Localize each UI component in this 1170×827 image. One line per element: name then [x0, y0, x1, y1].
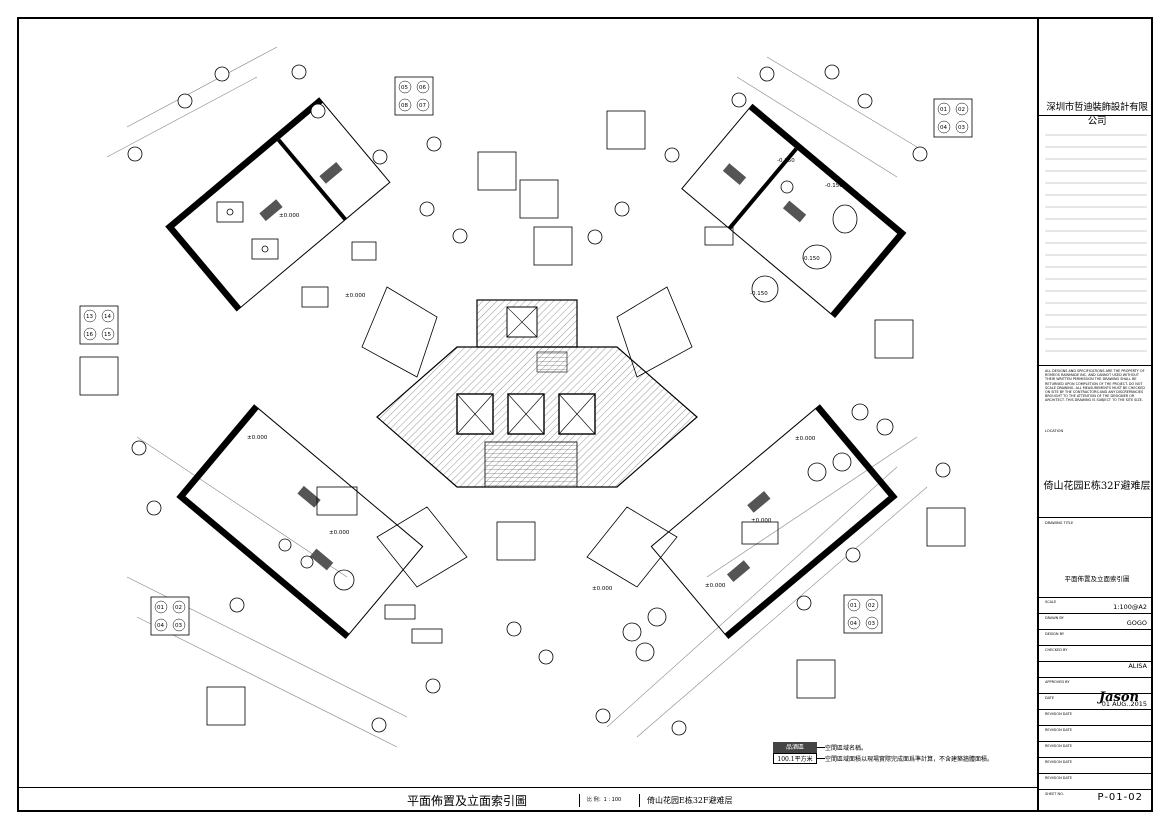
svg-text:16: 16	[86, 332, 93, 338]
svg-text:-0.150: -0.150	[750, 291, 768, 297]
bottom-project-name: 倚山花园E栋32F避难层	[647, 796, 733, 805]
date-value: 01 AUG..2015	[1101, 700, 1147, 708]
svg-text:-0.150: -0.150	[777, 158, 795, 164]
scale-label: SCALE	[1045, 600, 1057, 604]
svg-text:08: 08	[401, 103, 408, 109]
svg-text:15: 15	[104, 332, 111, 338]
legal-notes: ALL DESIGNS AND SPECIFICATIONS ARE THE P…	[1045, 369, 1145, 403]
svg-text:04: 04	[850, 621, 857, 627]
svg-text:03: 03	[868, 621, 875, 627]
se-wing	[650, 404, 898, 640]
project-name: 倚山花园E栋32F避难层	[1043, 481, 1151, 492]
svg-text:02: 02	[175, 605, 182, 611]
svg-text:03: 03	[175, 623, 182, 629]
revision-label-3: REVISION DATE	[1045, 744, 1072, 748]
svg-text:13: 13	[86, 314, 93, 320]
svg-text:05: 05	[401, 85, 408, 91]
svg-text:±0.000: ±0.000	[705, 583, 726, 589]
floor-plan: 05 06 08 07 01 02 04 03 13 14 16 15 01 02 04 03 01 02…	[17, 17, 1037, 812]
svg-text:-0.150: -0.150	[825, 183, 843, 189]
svg-text:06: 06	[419, 85, 426, 91]
drawing-title: 平面佈置及立面索引圖	[1064, 575, 1130, 583]
design-label: DESIGN BY	[1045, 632, 1064, 636]
index-tags	[79, 76, 973, 726]
bottom-drawing-title: 平面佈置及立面索引圖	[407, 794, 528, 808]
floor-plan-drawing: 05 06 08 07 01 02 04 03 13 14 16 15 01 02 04 03 01 02…	[79, 46, 973, 748]
drawing-number: P-01-02	[1097, 792, 1143, 803]
svg-text:07: 07	[419, 103, 426, 109]
nw-wing	[165, 97, 391, 312]
svg-text:04: 04	[157, 623, 164, 629]
scale-value: 1:100@A2	[1113, 603, 1147, 611]
svg-text:±0.000: ±0.000	[247, 435, 268, 441]
drawn-value: GOGO	[1126, 619, 1147, 627]
svg-text:±0.000: ±0.000	[329, 530, 350, 536]
svg-text:±0.000: ±0.000	[795, 436, 816, 442]
svg-text:04: 04	[940, 125, 947, 131]
svg-text:14: 14	[104, 314, 111, 320]
checked-value: ALISA	[1128, 662, 1147, 670]
svg-text:01: 01	[157, 605, 164, 611]
bottom-title-strip: 平面佈置及立面索引圖 比 例：1 : 100 倚山花园E栋32F避难层	[17, 787, 1037, 813]
revision-label-2: REVISION DATE	[1045, 728, 1072, 732]
legend-text-area-size: 空間區域面積以現場實際完成面爲準計算，不含建築牆體面積。	[825, 756, 994, 763]
svg-text:01: 01	[940, 107, 947, 113]
legend-text-area-name: 空間區域名稱。	[825, 745, 868, 752]
date-label: DATE	[1045, 696, 1055, 700]
drawn-label: DRAWN BY	[1045, 616, 1064, 620]
sw-wing	[176, 404, 424, 640]
drawing-frame	[17, 17, 1153, 812]
separator	[579, 794, 580, 807]
svg-text:02: 02	[958, 107, 965, 113]
title-block: 深圳市哲迪裝飾設計有限公司 ALL DESIGNS AND SPECIFICAT…	[1037, 17, 1153, 812]
svg-text:02: 02	[868, 603, 875, 609]
svg-text:±0.000: ±0.000	[592, 586, 613, 592]
svg-text:±0.000: ±0.000	[279, 213, 300, 219]
svg-text:01: 01	[850, 603, 857, 609]
svg-text:±0.000: ±0.000	[751, 518, 772, 524]
location-label: LOCATION	[1045, 429, 1064, 433]
company-name: 深圳市哲迪裝飾設計有限公司	[1046, 102, 1148, 127]
approved-label: APPROVED BY	[1045, 680, 1070, 684]
bottom-scale: 比 例：1 : 100	[587, 797, 622, 803]
sheet-label: SHEET NO.	[1045, 792, 1064, 796]
revision-label-4: REVISION DATE	[1045, 760, 1072, 764]
drawing-title-label: DRAWING TITLE	[1045, 521, 1074, 525]
title-block-ruled-lines	[1045, 134, 1147, 352]
ne-wing	[681, 103, 907, 318]
revision-label-1: REVISION DATE	[1045, 712, 1072, 716]
svg-text:03: 03	[958, 125, 965, 131]
revision-label-5: REVISION DATE	[1045, 776, 1072, 780]
legend-area-size-box: 100.1平方米	[773, 753, 817, 764]
legend-area-name-box: 品酒區	[773, 742, 817, 753]
index-tag-labels: 05 06 08 07 01 02 04 03 13 14 16 15 01 02 04 03 01 02…	[86, 85, 965, 629]
check-label: CHECKED BY	[1045, 648, 1068, 652]
svg-text:-0.150: -0.150	[802, 256, 820, 262]
separator	[639, 794, 640, 807]
central-core	[376, 299, 698, 488]
svg-text:±0.000: ±0.000	[345, 293, 366, 299]
